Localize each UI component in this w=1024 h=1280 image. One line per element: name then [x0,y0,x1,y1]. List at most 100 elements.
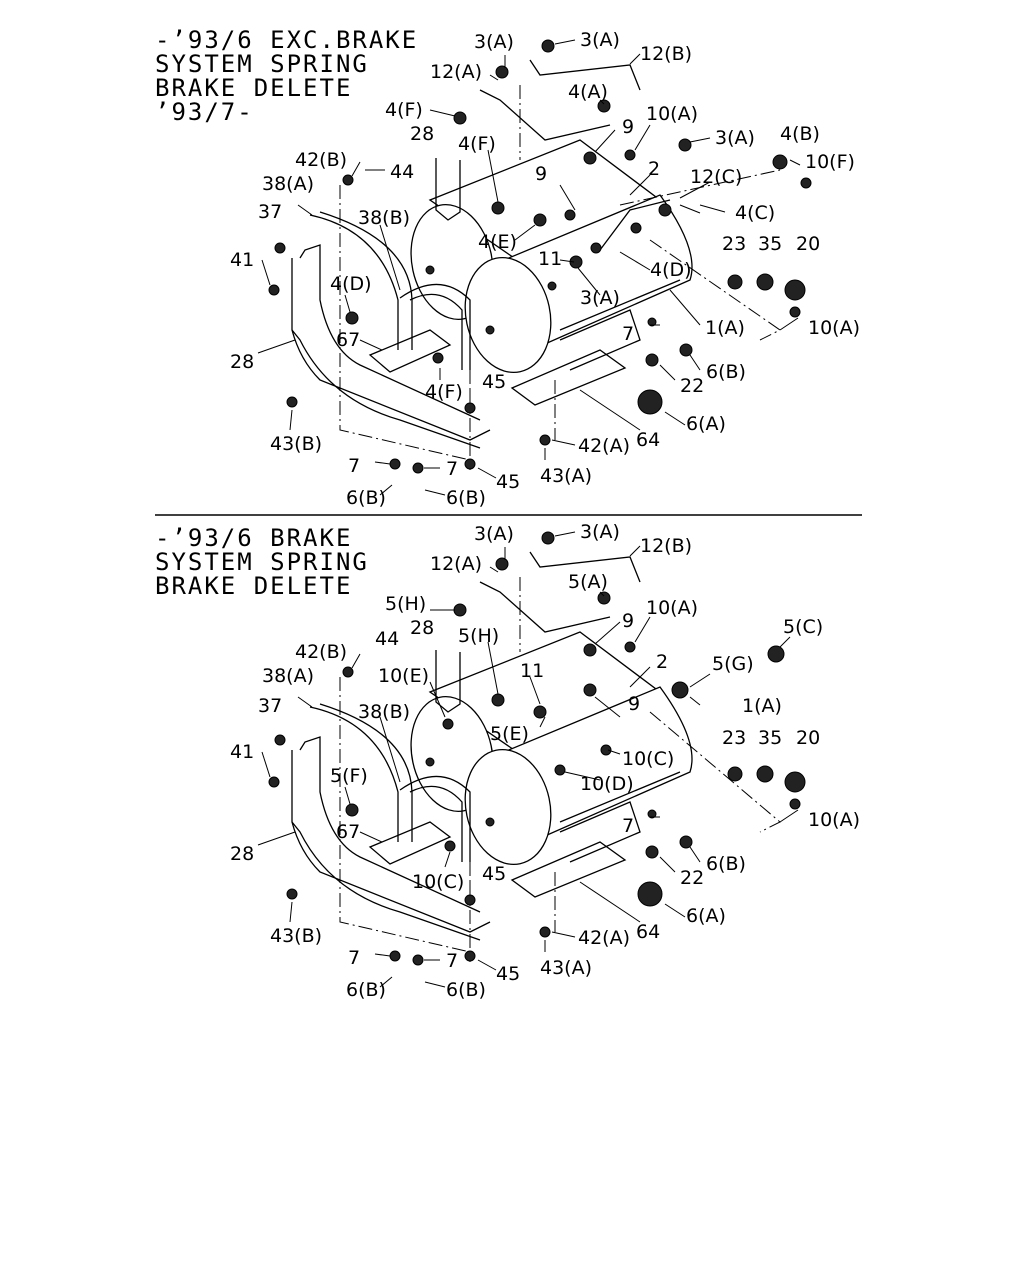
callout-3a: 3(A) [580,29,620,51]
section-2-callouts: 3(A) 3(A) 12(B) 12(A) 5(A) 5(H) 10(A) 9 … [230,521,860,1001]
callout-11: 11 [520,660,544,682]
callout-12c: 12(C) [690,166,742,188]
callout-3a: 3(A) [580,287,620,309]
callout-4b: 4(B) [780,123,820,145]
callout-67: 67 [336,821,360,843]
callout-35: 35 [758,233,782,255]
callout-4d: 4(D) [650,259,692,281]
section-2-title-line-2: SYSTEM SPRING [155,548,369,576]
callout-6a: 6(A) [686,905,726,927]
callout-45: 45 [496,963,520,985]
callout-4e: 4(E) [478,231,517,253]
section-2-title-line-1: -’93/6 BRAKE [155,524,352,552]
callout-12a: 12(A) [430,61,482,83]
callout-28: 28 [410,123,434,145]
callout-10c: 10(C) [622,748,674,770]
callout-22: 22 [680,867,704,889]
callout-5h: 5(H) [385,593,426,615]
section-1-title-line-1: -’93/6 EXC.BRAKE [155,26,418,54]
callout-4f: 4(F) [458,133,496,155]
callout-23: 23 [722,727,746,749]
callout-5h: 5(H) [458,625,499,647]
callout-35: 35 [758,727,782,749]
callout-12a: 12(A) [430,553,482,575]
section-1-title-line-2: SYSTEM SPRING [155,50,369,78]
callout-42b: 42(B) [295,641,347,663]
callout-10a: 10(A) [808,317,860,339]
callout-7: 7 [348,947,360,969]
section-1-title-line-4: ’93/7- [155,98,254,126]
callout-7: 7 [446,458,458,480]
callout-5f: 5(F) [330,765,368,787]
callout-6a: 6(A) [686,413,726,435]
callout-41: 41 [230,249,254,271]
section-2: -’93/6 BRAKE SYSTEM SPRING BRAKE DELETE [155,521,860,1001]
callout-7: 7 [348,455,360,477]
callout-4d: 4(D) [330,273,372,295]
callout-3a: 3(A) [474,523,514,545]
callout-41: 41 [230,741,254,763]
callout-37: 37 [258,695,282,717]
callout-1a: 1(A) [742,695,782,717]
callout-9: 9 [535,163,547,185]
callout-42a: 42(A) [578,435,630,457]
callout-3a: 3(A) [474,31,514,53]
callout-11: 11 [538,248,562,270]
callout-4f: 4(F) [425,381,463,403]
callout-6b: 6(B) [446,487,486,509]
callout-9: 9 [622,610,634,632]
callout-64: 64 [636,429,660,451]
callout-10e: 10(E) [378,665,429,687]
callout-6b: 6(B) [446,979,486,1001]
callout-12b: 12(B) [640,535,692,557]
callout-67: 67 [336,329,360,351]
callout-37: 37 [258,201,282,223]
callout-4a: 4(A) [568,81,608,103]
callout-7: 7 [622,815,634,837]
section-1-callouts: 3(A) 3(A) 12(B) 12(A) 4(A) 10(A) 4(F) 28… [230,29,860,509]
callout-2: 2 [656,651,668,673]
callout-43b: 43(B) [270,433,322,455]
callout-7: 7 [446,950,458,972]
callout-43a: 43(A) [540,957,592,979]
callout-45: 45 [496,471,520,493]
callout-3a: 3(A) [715,127,755,149]
callout-22: 22 [680,375,704,397]
callout-10a: 10(A) [808,809,860,831]
callout-6b: 6(B) [346,487,386,509]
callout-42a: 42(A) [578,927,630,949]
callout-38a: 38(A) [262,173,314,195]
callout-42b: 42(B) [295,149,347,171]
callout-3a: 3(A) [580,521,620,543]
callout-28: 28 [230,351,254,373]
callout-5a: 5(A) [568,571,608,593]
callout-4f: 4(F) [385,99,423,121]
callout-38b: 38(B) [358,207,410,229]
section-1-title-line-3: BRAKE DELETE [155,74,352,102]
callout-45: 45 [482,371,506,393]
callout-44: 44 [390,161,414,183]
callout-10a: 10(A) [646,103,698,125]
callout-7: 7 [622,323,634,345]
callout-5e: 5(E) [490,723,529,745]
callout-45: 45 [482,863,506,885]
callout-20: 20 [796,727,820,749]
callout-6b: 6(B) [706,361,746,383]
section-2-drawing [257,531,806,988]
callout-10a: 10(A) [646,597,698,619]
callout-64: 64 [636,921,660,943]
callout-43a: 43(A) [540,465,592,487]
callout-6b: 6(B) [706,853,746,875]
callout-23: 23 [722,233,746,255]
callout-4c: 4(C) [735,202,775,224]
callout-38b: 38(B) [358,701,410,723]
section-2-title-line-3: BRAKE DELETE [155,572,352,600]
callout-12b: 12(B) [640,43,692,65]
callout-44: 44 [375,628,399,650]
callout-10c: 10(C) [412,871,464,893]
callout-28: 28 [410,617,434,639]
callout-9: 9 [628,693,640,715]
callout-10d: 10(D) [580,773,634,795]
callout-6b: 6(B) [346,979,386,1001]
